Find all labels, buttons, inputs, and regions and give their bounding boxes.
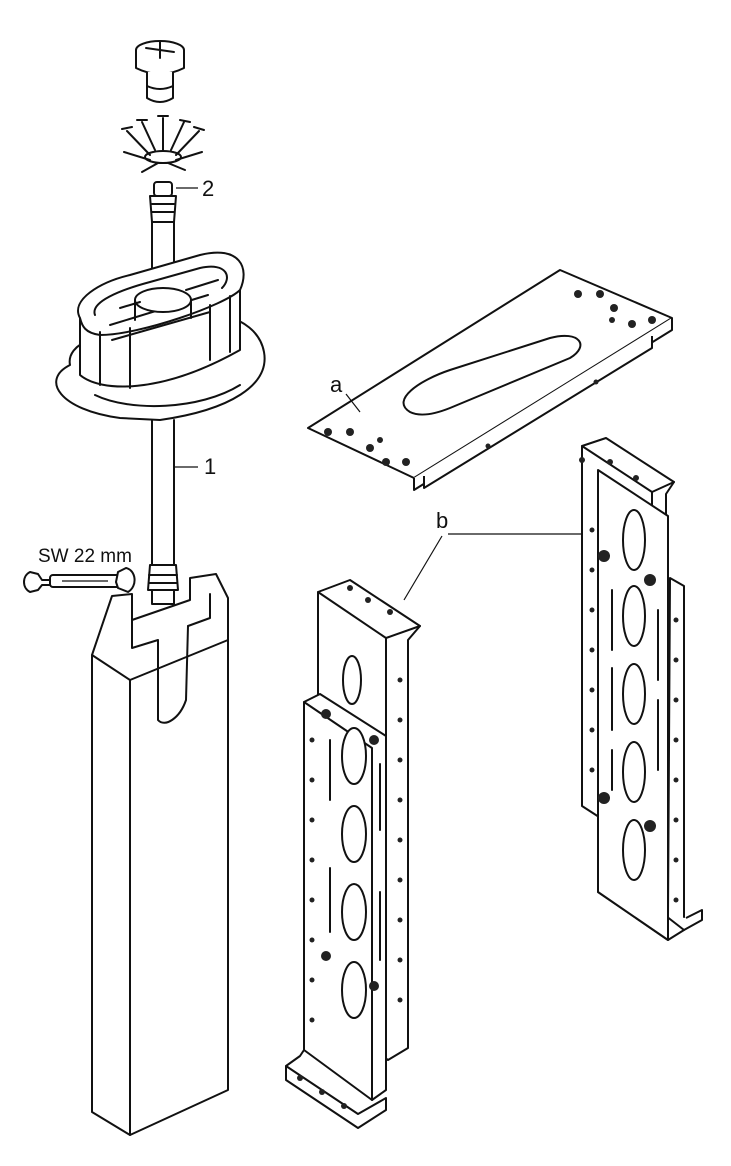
plate-holes [324,290,656,466]
bracket-left-holes [297,585,403,1109]
leader-a [345,393,361,413]
bracket-right-slots [622,509,646,881]
housing-block [91,573,229,1136]
spreader-clip [121,115,205,173]
label-part-a: a [330,372,343,397]
label-part-2: 2 [202,176,214,201]
wrench-icon [23,567,136,593]
leader-b-left [403,535,443,601]
oval-collar [55,251,266,421]
top-cap [135,40,185,103]
bracket-left-slots [341,655,367,1019]
bottom-fitting [147,564,179,605]
mounting-plate-a [307,269,673,491]
label-part-1: 1 [204,454,216,479]
hose-lower [151,419,175,566]
wrench-size-label: SW 22 mm [38,546,132,567]
label-part-b: b [436,508,448,533]
fitting-connector [149,181,177,223]
bracket-left [285,579,421,1129]
bracket-right [579,437,703,941]
bracket-right-holes [579,457,679,903]
